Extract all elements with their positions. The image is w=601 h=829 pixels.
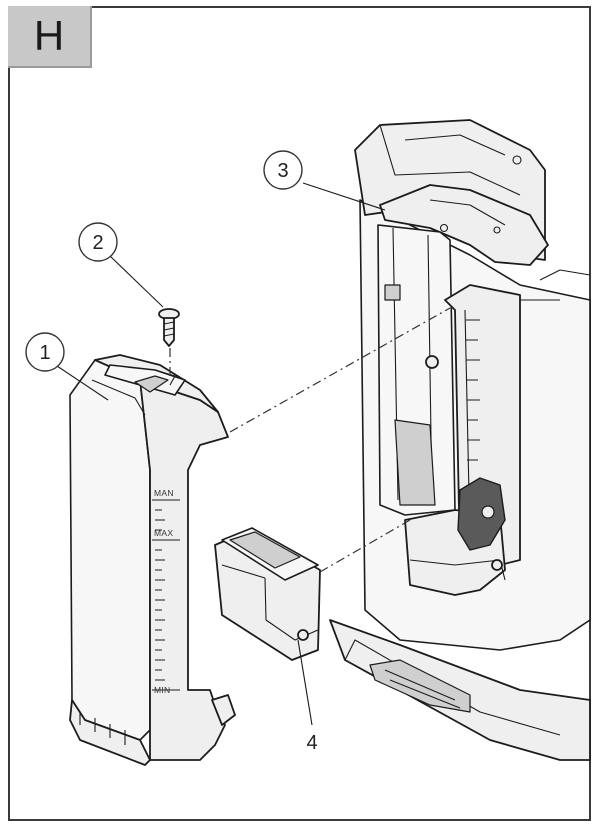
callout-1: 1 [25, 332, 65, 372]
scale-label-min: MIN [154, 685, 170, 695]
callout-3: 3 [263, 150, 303, 190]
callout-2-number: 2 [92, 232, 103, 254]
part-2-screw [158, 308, 180, 347]
step-label-tab: H [8, 6, 92, 68]
callout-4: 4 [306, 732, 317, 754]
main-unit [329, 119, 591, 761]
scale-label-max: MAX [154, 528, 173, 538]
alignment-lines [169, 307, 451, 573]
part-4-filter-block [214, 527, 321, 661]
scale-label-man: MAN [154, 488, 174, 498]
step-letter: H [33, 12, 65, 59]
callout-4-number: 4 [306, 732, 317, 754]
part-1-tank-cover: MAN MAX MIN [69, 354, 236, 766]
callout-1-number: 1 [39, 342, 50, 364]
callout-3-number: 3 [277, 160, 288, 182]
callout-leaders [56, 182, 386, 726]
callout-2: 2 [78, 222, 118, 262]
